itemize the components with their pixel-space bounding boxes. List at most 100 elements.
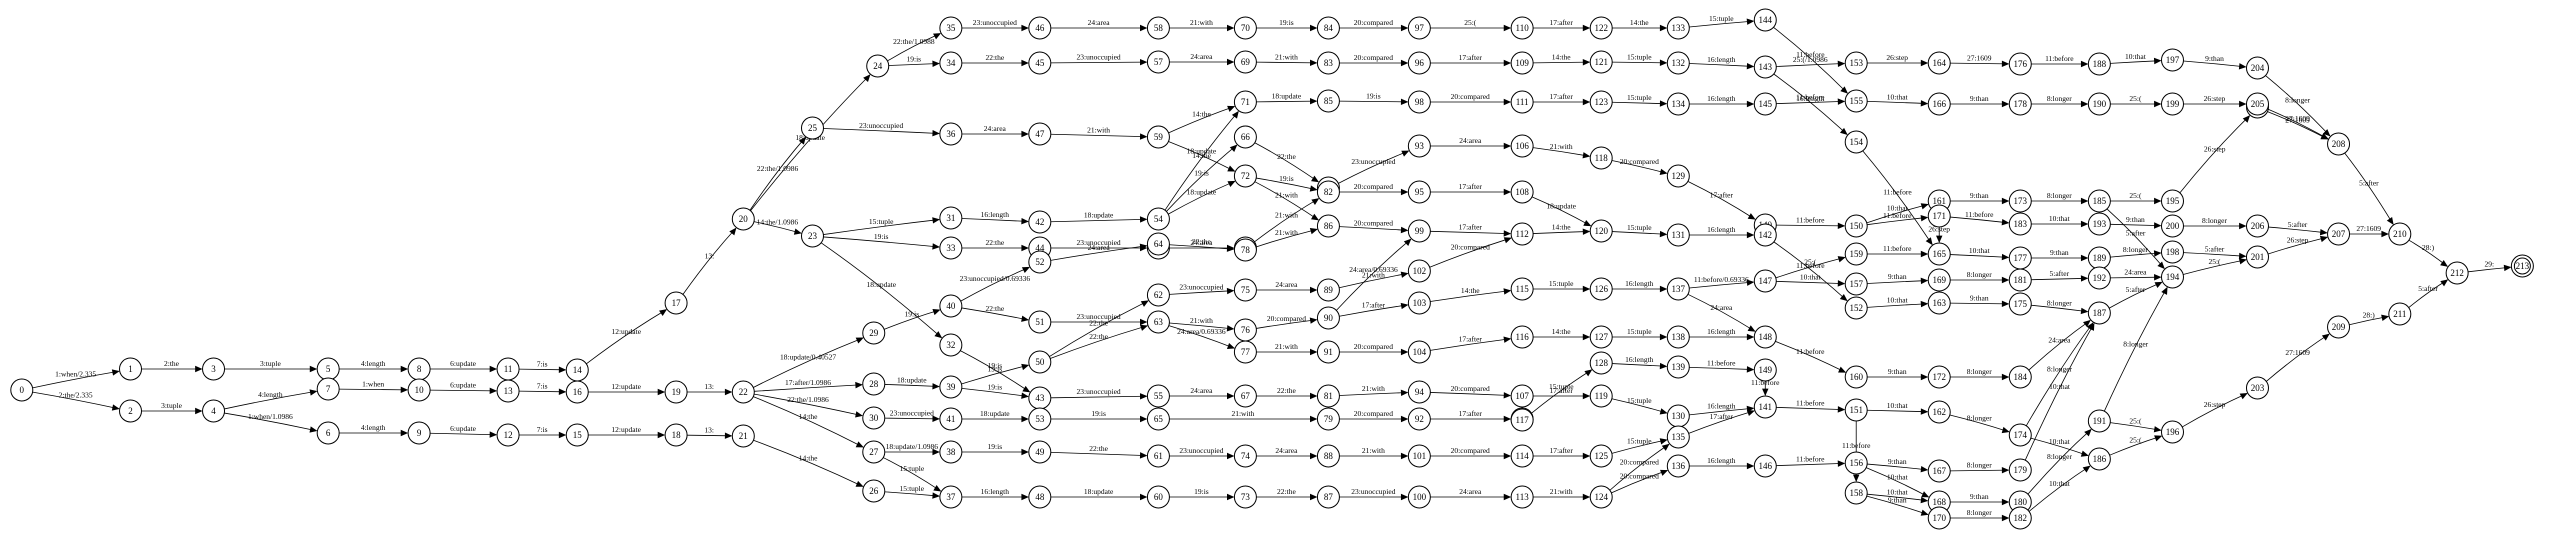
state-node-159: 159 xyxy=(1844,242,1868,266)
state-circle xyxy=(1753,395,1777,419)
state-circle xyxy=(1146,310,1170,334)
state-node-138: 138 xyxy=(1666,325,1690,349)
edge-8-11: 6:update xyxy=(430,359,498,373)
state-circle xyxy=(2245,214,2269,238)
state-label: 130 xyxy=(1672,411,1686,421)
edge-label: 23:unoccupied xyxy=(1179,446,1223,455)
state-label: 85 xyxy=(1324,96,1334,106)
state-label: 49 xyxy=(1035,447,1045,457)
edge-23-32: 18:update xyxy=(820,242,943,339)
edge-74-88: 24:area xyxy=(1256,446,1318,460)
state-label: 164 xyxy=(1932,58,1946,68)
edge-174-186: 10:that xyxy=(2030,437,2089,457)
edge-arrowhead xyxy=(933,484,942,492)
state-circle xyxy=(1927,459,1951,483)
state-label: 143 xyxy=(1759,62,1773,72)
edge-arrowhead xyxy=(1226,325,1235,332)
edge-72-86: 21:with xyxy=(1254,181,1320,221)
edge-188-197: 10:that xyxy=(2110,52,2162,65)
edge-line xyxy=(1254,142,1319,183)
edge-label: 10:that xyxy=(2049,214,2071,223)
edge-arrowhead xyxy=(1021,130,1029,138)
edge-97-110: 25:( xyxy=(1430,18,1512,32)
edge-arrowhead xyxy=(2080,307,2089,315)
edge-arrowhead xyxy=(1226,24,1235,32)
edge-label: 11:before xyxy=(1796,347,1825,356)
edge-label: 21:with xyxy=(1231,409,1254,418)
state-label: 86 xyxy=(1324,221,1334,231)
edge-137-147: 11:before/0.69336 xyxy=(1689,275,1755,289)
state-circle xyxy=(1753,454,1777,478)
edge-149-141: 11:before xyxy=(1751,378,1780,397)
edge-143-154: 16:length xyxy=(1773,73,1848,136)
edge-label: 1:when/2.335 xyxy=(55,370,96,379)
edge-123-134: 15:tuple xyxy=(1612,93,1668,107)
state-node-155: 155 xyxy=(1844,89,1868,113)
state-circle xyxy=(2245,56,2269,80)
state-label: 211 xyxy=(2393,309,2406,319)
state-label: 39 xyxy=(946,382,956,392)
state-label: 200 xyxy=(2166,221,2180,231)
edge-label: 20:compared xyxy=(1354,218,1393,227)
edge-label: 22:the/1.0986 xyxy=(787,395,829,404)
state-node-18: 18 xyxy=(664,423,688,447)
edge-label: 20:compared xyxy=(1354,18,1393,27)
state-circle xyxy=(1666,51,1690,75)
state-label: 177 xyxy=(2014,253,2028,263)
state-circle xyxy=(1844,51,1868,75)
state-label: 89 xyxy=(1324,285,1334,295)
state-node-0: 0 xyxy=(10,378,34,402)
state-circle xyxy=(1927,51,1951,75)
edge-label: 18:update xyxy=(866,280,896,289)
edge-label: 8:longer xyxy=(2047,364,2072,373)
state-label: 21 xyxy=(739,431,748,441)
state-circle xyxy=(2008,292,2032,316)
state-node-167: 167 xyxy=(1927,459,1951,483)
edge-153-164: 26:step xyxy=(1867,53,1929,67)
edge-label: 16:length xyxy=(981,487,1010,496)
edge-arrowhead xyxy=(1140,318,1148,326)
state-label: 125 xyxy=(1594,451,1608,461)
edge-58-70: 21:with xyxy=(1169,18,1235,32)
state-label: 154 xyxy=(1849,137,1863,147)
edge-label: 15:tuple xyxy=(1709,14,1734,23)
edge-arrowhead xyxy=(2157,261,2165,270)
edge-label: 12:update xyxy=(611,327,641,336)
edge-arrowhead xyxy=(195,365,203,373)
state-node-178: 178 xyxy=(2008,92,2032,116)
edge-arrowhead xyxy=(1746,333,1755,341)
state-node-53: 53 xyxy=(1028,407,1052,431)
edge-arrowhead xyxy=(2153,426,2162,433)
edge-label: 24:area xyxy=(2124,268,2147,277)
state-label: 51 xyxy=(1035,317,1044,327)
edge-label: 19:is xyxy=(988,382,1003,391)
edge-arrowhead xyxy=(1659,438,1668,445)
state-label: 115 xyxy=(1516,284,1530,294)
edge-label: 11:before xyxy=(1965,210,1994,219)
edge-90-99: 24:area/0.69336 xyxy=(1336,238,1412,311)
state-label: 53 xyxy=(1035,414,1045,424)
state-node-98: 98 xyxy=(1407,90,1431,114)
state-node-132: 132 xyxy=(1666,51,1690,75)
edge-label: 9:than xyxy=(1888,457,1907,466)
edge-label: 9:than xyxy=(1970,94,1989,103)
state-node-211: 211 xyxy=(2388,302,2412,326)
edge-120-131: 15:tuple xyxy=(1612,223,1668,238)
state-label: 167 xyxy=(1932,466,1946,476)
state-circle xyxy=(1146,485,1170,509)
edge-arrowhead xyxy=(309,389,318,396)
state-label: 120 xyxy=(1594,226,1608,236)
state-circle xyxy=(10,378,34,402)
edge-arrowhead xyxy=(863,74,871,82)
state-circle xyxy=(1753,223,1777,247)
edge-arrowhead xyxy=(1226,245,1235,252)
edge-label: 15:tuple xyxy=(900,484,925,493)
state-circle xyxy=(1028,250,1052,274)
edge-label: 18:update xyxy=(1546,201,1576,210)
edge-label: 16:length xyxy=(1707,225,1736,234)
edge-12-15: 7:is xyxy=(519,425,567,439)
state-node-31: 31 xyxy=(939,206,963,230)
edge-label: 1:when/1.0986 xyxy=(248,412,293,421)
edge-label: 2:the xyxy=(164,359,180,368)
edge-158-168: 10:that xyxy=(1867,487,1929,504)
